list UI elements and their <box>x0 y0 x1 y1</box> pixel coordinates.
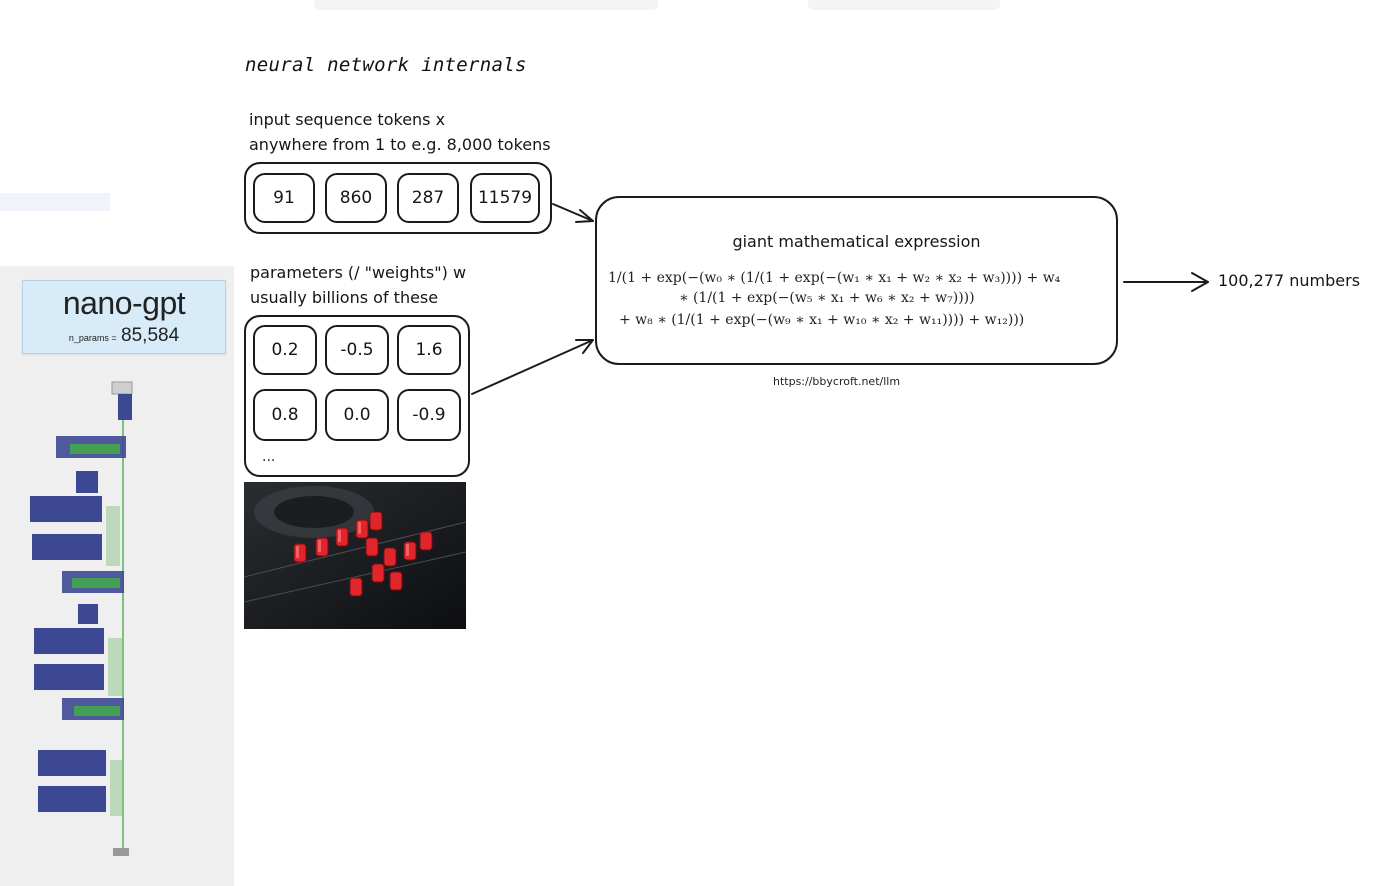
transformer-block <box>34 571 124 696</box>
top-artifact <box>808 0 1000 10</box>
expression-line-2: ∗ (1/(1 + exp(−(w₅ ∗ x₁ + w₆ ∗ x₂ + w₇))… <box>679 290 975 306</box>
weights-group: 0.2 -0.5 1.6 0.8 0.0 -0.9 ... <box>244 315 470 477</box>
left-artifact <box>0 193 110 211</box>
input-label-line2: anywhere from 1 to e.g. 8,000 tokens <box>249 135 551 154</box>
mlp-block <box>38 786 106 812</box>
nano-gpt-title: nano-gpt <box>62 285 186 321</box>
params-label: parameters (/ "weights") w usually billi… <box>250 260 466 310</box>
attention-heads <box>72 578 120 588</box>
token-sequence-group: 91 860 287 11579 <box>244 162 552 234</box>
mlp-block <box>34 628 104 654</box>
params-key: n_params = <box>68 333 117 343</box>
params-label-line2: usually billions of these <box>250 288 439 307</box>
input-label-line1: input sequence tokens x <box>249 110 446 129</box>
giant-expression-box: giant mathematical expression 1/(1 + exp… <box>595 196 1118 365</box>
token-box: 860 <box>325 173 387 223</box>
mlp-block <box>38 750 106 776</box>
expression-line-1: 1/(1 + exp(−(w₀ ∗ (1/(1 + exp(−(w₁ ∗ x₁ … <box>608 270 1061 286</box>
transformer-block <box>30 436 126 566</box>
source-url: https://bbycroft.net/llm <box>773 375 901 388</box>
transformer-stack-illustration <box>30 381 133 856</box>
token-box: 91 <box>253 173 315 223</box>
weight-box: 0.2 <box>253 325 317 375</box>
mlp-block <box>32 534 102 560</box>
proj-block <box>76 471 98 493</box>
more-weights-ellipsis: ... <box>262 449 276 465</box>
layernorm <box>106 506 120 566</box>
token-box: 11579 <box>470 173 540 223</box>
weight-box: 1.6 <box>397 325 461 375</box>
input-label: input sequence tokens x anywhere from 1 … <box>249 107 551 157</box>
expression-title: giant mathematical expression <box>732 232 981 251</box>
params-label-line1: parameters (/ "weights") w <box>250 263 467 282</box>
mlp-block <box>30 496 102 522</box>
embedding-block <box>118 394 132 420</box>
weight-box: -0.5 <box>325 325 389 375</box>
llm-visualization-panel <box>0 266 234 886</box>
output-block <box>113 848 129 856</box>
transformer-block <box>38 698 124 816</box>
proj-block <box>78 604 98 624</box>
expression-line-3: + w₈ ∗ (1/(1 + exp(−(w₉ ∗ x₁ + w₁₀ ∗ x₂ … <box>619 312 1025 328</box>
arrow-head <box>1191 272 1209 292</box>
input-to-expression-arrow <box>552 203 594 222</box>
weight-box: 0.0 <box>325 389 389 441</box>
weight-box: 0.8 <box>253 389 317 441</box>
nano-gpt-card: nano-gpt n_params = 85,584 <box>22 280 226 354</box>
weights-to-expression-arrow <box>471 339 594 395</box>
mlp-block <box>34 664 104 690</box>
params-value: 85,584 <box>121 325 180 346</box>
output-label: 100,277 numbers <box>1218 271 1361 290</box>
layernorm <box>110 760 122 816</box>
token-box: 287 <box>397 173 459 223</box>
nano-gpt-params: n_params = 85,584 <box>23 325 225 347</box>
dj-mixer-knobs-image <box>244 482 466 629</box>
top-artifact <box>314 0 658 10</box>
page-title: neural network internals <box>245 54 527 76</box>
layernorm <box>108 638 122 696</box>
arrow-head <box>575 209 594 223</box>
attention-heads <box>74 706 120 716</box>
weight-box: -0.9 <box>397 389 461 441</box>
arrow-head <box>575 339 594 354</box>
attention-heads <box>70 444 120 454</box>
